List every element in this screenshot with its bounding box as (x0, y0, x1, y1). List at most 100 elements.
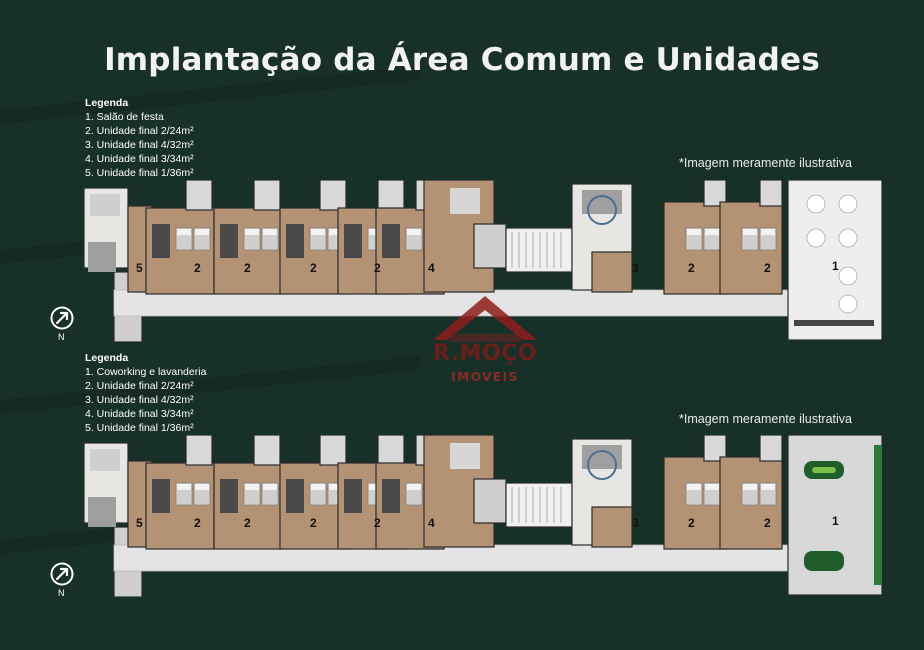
counter (794, 320, 874, 326)
bathroom (377, 180, 405, 211)
legend-bottom: Legenda 1. Coworking e lavanderia 2. Uni… (85, 351, 206, 435)
bed (450, 443, 480, 469)
page-title: Implantação da Área Comum e Unidades (104, 42, 820, 78)
pillow (311, 484, 325, 490)
kitchen-counter (382, 479, 400, 513)
pillow (195, 484, 209, 490)
unit-2-room (145, 462, 215, 550)
bed (88, 497, 116, 527)
bathroom (253, 435, 281, 466)
pillow (311, 229, 325, 235)
bed (88, 242, 116, 272)
kitchen-counter (344, 224, 362, 258)
legend-top: Legenda 1. Salão de festa 2. Unidade fin… (85, 96, 194, 180)
coworking-table (812, 467, 836, 473)
legend-title: Legenda (85, 352, 129, 364)
bathroom (703, 435, 727, 462)
kitchen-counter (152, 224, 170, 258)
pillow (743, 484, 757, 490)
kitchen-counter (286, 479, 304, 513)
kitchen-counter (220, 479, 238, 513)
pillow (329, 229, 343, 235)
unit-marker: 1 (832, 514, 839, 528)
north-arrow: N (50, 306, 74, 344)
unit-marker: 2 (688, 516, 695, 530)
pillow (245, 484, 259, 490)
pillow (761, 229, 775, 235)
unit-marker: 2 (764, 261, 771, 275)
bathroom (319, 180, 347, 211)
bathroom (185, 180, 213, 211)
pillow (177, 229, 191, 235)
pillow (761, 484, 775, 490)
north-label: N (58, 588, 65, 598)
pillow (687, 484, 701, 490)
unit-marker: 4 (428, 261, 435, 275)
kitchen-counter (220, 224, 238, 258)
unit-3-room (591, 251, 633, 293)
bathroom (319, 435, 347, 466)
table (838, 266, 858, 286)
stairs (505, 227, 573, 273)
plant-wall (874, 445, 882, 585)
legend-item: 4. Unidade final 3/34m² (85, 153, 194, 165)
pillow (705, 229, 719, 235)
kitchen-counter (286, 224, 304, 258)
unit-marker: 5 (136, 261, 143, 275)
pillow (177, 484, 191, 490)
unit-marker: 2 (244, 261, 251, 275)
pillow (195, 229, 209, 235)
pillow (263, 229, 277, 235)
pillow (245, 229, 259, 235)
unit-marker: 3 (632, 261, 639, 275)
legend-item: 5. Unidade final 1/36m² (85, 422, 194, 434)
unit-marker: 5 (136, 516, 143, 530)
legend-item: 3. Unidade final 4/32m² (85, 394, 194, 406)
unit-3-room (591, 506, 633, 548)
house-roof-icon (433, 296, 537, 342)
legend-item: 1. Coworking e lavanderia (85, 366, 207, 378)
unit-marker: 2 (688, 261, 695, 275)
pillow (407, 229, 421, 235)
stairs (505, 482, 573, 528)
bed (450, 188, 480, 214)
kitchen-counter (344, 479, 362, 513)
kitchen-counter (152, 479, 170, 513)
kitchen-counter (382, 224, 400, 258)
bathroom (703, 180, 727, 207)
north-arrow: N (50, 562, 74, 600)
watermark-logo: R.MOÇO IMÓVEIS (425, 290, 545, 400)
bed (90, 449, 120, 471)
pillow (329, 484, 343, 490)
table (806, 228, 826, 248)
table (806, 194, 826, 214)
watermark-brand: R.MOÇO (432, 341, 538, 366)
bathroom (759, 435, 783, 462)
legend-item: 2. Unidade final 2/24m² (85, 125, 194, 137)
pillow (743, 229, 757, 235)
rug (587, 195, 617, 225)
laundry-table (804, 551, 844, 571)
unit-marker: 2 (194, 261, 201, 275)
pillow (687, 229, 701, 235)
table (838, 228, 858, 248)
pillow (705, 484, 719, 490)
bathroom (759, 180, 783, 207)
elevator (473, 223, 507, 269)
rug (587, 450, 617, 480)
legend-item: 1. Salão de festa (85, 111, 164, 123)
elevator (473, 478, 507, 524)
unit-marker: 2 (374, 516, 381, 530)
legend-item: 3. Unidade final 4/32m² (85, 139, 194, 151)
unit-marker: 1 (832, 259, 839, 273)
pillow (263, 484, 277, 490)
unit-marker: 2 (764, 516, 771, 530)
bathroom (185, 435, 213, 466)
legend-item: 2. Unidade final 2/24m² (85, 380, 194, 392)
table (838, 194, 858, 214)
bathroom (253, 180, 281, 211)
bathroom (377, 435, 405, 466)
unit-marker: 2 (244, 516, 251, 530)
